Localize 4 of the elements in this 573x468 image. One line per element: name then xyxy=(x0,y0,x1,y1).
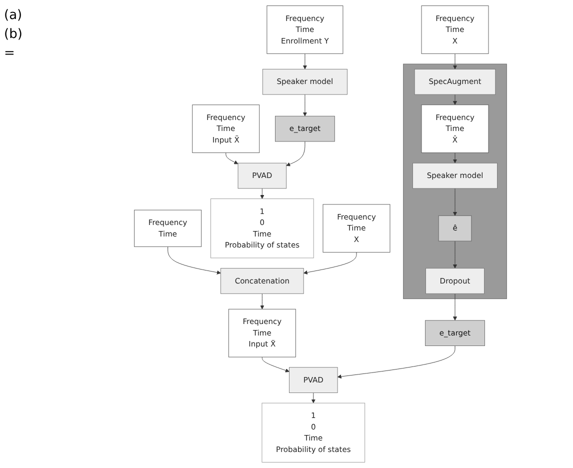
panel-label: = xyxy=(4,46,16,61)
panel-label: (b) xyxy=(4,27,24,42)
panel-label: (a) xyxy=(4,8,24,23)
cluster xyxy=(403,64,507,300)
